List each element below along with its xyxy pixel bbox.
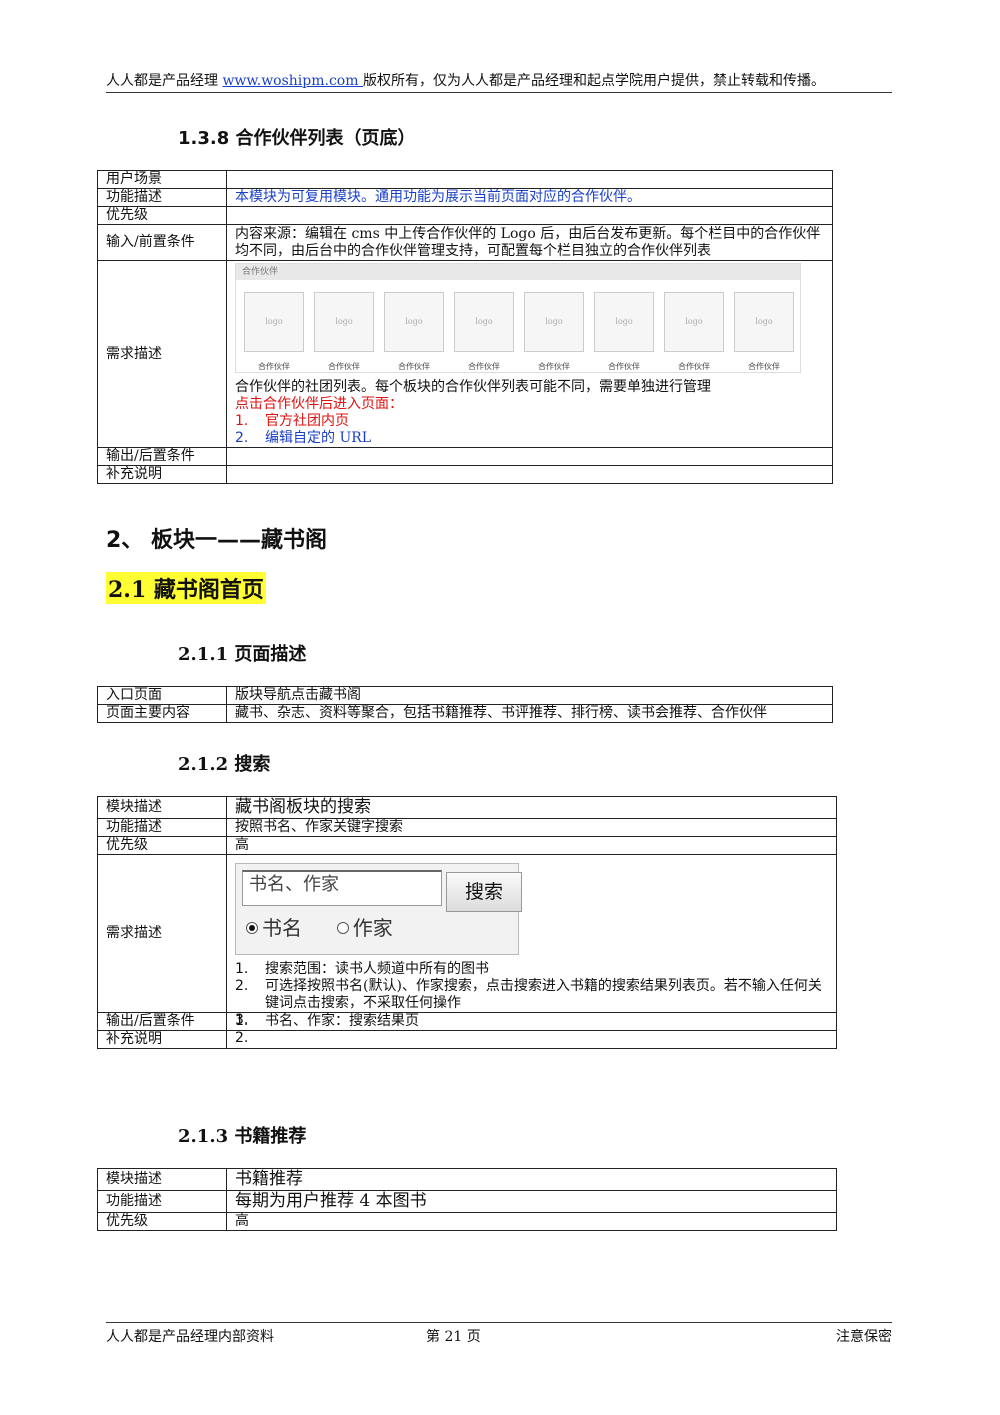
header-prefix: 人人都是产品经理 xyxy=(106,73,223,89)
section-title-2-1-2: 2.1.2 搜索 xyxy=(178,754,271,775)
value-entry: 版块导航点击藏书阁 xyxy=(226,686,833,705)
partner-card[interactable]: logo 合作伙伴 xyxy=(454,292,514,375)
search-table: 模块描述藏书阁板块的搜索 功能描述按照书名、作家关键字搜索 优先级高 需求描述 … xyxy=(97,796,837,1049)
partner-logo: logo xyxy=(594,292,654,352)
value-output: 1.书名、作家：搜索结果页 2. xyxy=(226,1012,837,1046)
label-priority: 优先级 xyxy=(97,206,227,225)
label-output: 输出/后置条件 xyxy=(97,447,227,466)
partner-card[interactable]: logo 合作伙伴 xyxy=(314,292,374,375)
book-rec-table: 模块描述书籍推荐 功能描述每期为用户推荐 4 本图书 优先级高 xyxy=(97,1168,837,1231)
partner-caption: 合作伙伴 xyxy=(538,362,570,371)
value-func: 每期为用户推荐 4 本图书 xyxy=(226,1190,837,1213)
label-priority: 优先级 xyxy=(97,836,227,855)
radio-book[interactable] xyxy=(246,921,258,934)
partner-card[interactable]: logo 合作伙伴 xyxy=(734,292,794,375)
value-user-scene xyxy=(226,170,833,189)
partner-logo: logo xyxy=(454,292,514,352)
partners-row: logo 合作伙伴 logo 合作伙伴 logo 合作伙伴 logo 合作伙伴 logo 合作伙伴… xyxy=(236,280,800,375)
label-output: 输出/后置条件 xyxy=(97,1012,227,1031)
partner-logo: logo xyxy=(664,292,724,352)
partner-caption: 合作伙伴 xyxy=(468,362,500,371)
label-user-scene: 用户场景 xyxy=(97,170,227,189)
label-priority: 优先级 xyxy=(97,1212,227,1231)
section-title-2-1: 2.1 藏书阁首页 xyxy=(106,572,266,604)
header-suffix: 版权所有，仅为人人都是产品经理和起点学院用户提供，禁止转载和传播。 xyxy=(362,73,825,89)
value-func: 按照书名、作家关键字搜索 xyxy=(226,818,837,837)
partner-caption: 合作伙伴 xyxy=(328,362,360,371)
value-priority: 高 xyxy=(226,836,837,855)
partner-caption: 合作伙伴 xyxy=(748,362,780,371)
label-module: 模块描述 xyxy=(97,1168,227,1191)
req-item-2: 2.可选择按照书名(默认)、作家搜索，点击搜索进入书籍的搜索结果列表页。若不输入… xyxy=(235,978,822,1011)
partner-logo: logo xyxy=(314,292,374,352)
partners-table: 用户场景 功能描述本模块为可复用模块。通用功能为展示当前页面对应的合作伙伴。 优… xyxy=(97,170,833,484)
partner-card[interactable]: logo 合作伙伴 xyxy=(664,292,724,375)
value-main: 藏书、杂志、资料等聚合，包括书籍推荐、书评推荐、排行榜、读书会推荐、合作伙伴 xyxy=(226,704,833,723)
page-header: 人人都是产品经理 www.woshipm.com 版权所有，仅为人人都是产品经理… xyxy=(106,72,892,93)
partner-caption: 合作伙伴 xyxy=(678,362,710,371)
req-click: 点击合作伙伴后进入页面： xyxy=(235,396,403,412)
radio-author-label: 作家 xyxy=(352,916,393,940)
label-req: 需求描述 xyxy=(97,260,227,448)
req-text: 合作伙伴的社团列表。每个板块的合作伙伴列表可能不同，需要单独进行管理 xyxy=(235,379,711,395)
partner-caption: 合作伙伴 xyxy=(258,362,290,371)
value-priority xyxy=(226,206,833,225)
search-options: 书名 作家 xyxy=(246,918,393,938)
label-func: 功能描述 xyxy=(97,188,227,207)
page-desc-table: 入口页面版块导航点击藏书阁 页面主要内容藏书、杂志、资料等聚合，包括书籍推荐、书… xyxy=(97,686,833,723)
partner-card[interactable]: logo 合作伙伴 xyxy=(384,292,444,375)
section-title-2-1-3: 2.1.3 书籍推荐 xyxy=(178,1126,307,1147)
partner-card[interactable]: logo 合作伙伴 xyxy=(594,292,654,375)
req-item-1: 1.官方社团内页 xyxy=(235,413,349,429)
label-req: 需求描述 xyxy=(97,854,227,1013)
label-module: 模块描述 xyxy=(97,796,227,819)
label-func: 功能描述 xyxy=(97,1190,227,1213)
label-input: 输入/前置条件 xyxy=(97,224,227,261)
value-extra xyxy=(226,1030,837,1049)
search-mockup: 书名、作家 搜索 书名 作家 xyxy=(235,863,522,955)
partner-card[interactable]: logo 合作伙伴 xyxy=(244,292,304,375)
partner-logo: logo xyxy=(734,292,794,352)
partners-mockup-header: 合作伙伴 xyxy=(236,264,800,280)
radio-author[interactable] xyxy=(336,921,349,934)
value-priority: 高 xyxy=(226,1212,837,1231)
section-title-2-1-1: 2.1.1 页面描述 xyxy=(178,644,307,665)
section-title-2: 2、 板块一——藏书阁 xyxy=(106,528,327,553)
value-module: 书籍推荐 xyxy=(226,1168,837,1191)
partner-logo: logo xyxy=(524,292,584,352)
value-extra xyxy=(226,465,833,484)
partner-logo: logo xyxy=(384,292,444,352)
value-input: 内容来源：编辑在 cms 中上传合作伙伴的 Logo 后，由后台发布更新。每个栏… xyxy=(226,224,833,261)
search-button[interactable]: 搜索 xyxy=(446,872,522,912)
value-func: 本模块为可复用模块。通用功能为展示当前页面对应的合作伙伴。 xyxy=(226,188,833,207)
radio-book-label: 书名 xyxy=(262,916,302,940)
label-func: 功能描述 xyxy=(97,818,227,837)
value-module: 藏书阁板块的搜索 xyxy=(226,796,837,819)
partner-caption: 合作伙伴 xyxy=(398,362,430,371)
partner-logo: logo xyxy=(244,292,304,352)
label-extra: 补充说明 xyxy=(97,1030,227,1049)
footer-page-number: 第 21 页 xyxy=(426,1329,481,1345)
label-entry: 入口页面 xyxy=(97,686,227,705)
partner-caption: 合作伙伴 xyxy=(608,362,640,371)
label-extra: 补充说明 xyxy=(97,465,227,484)
section-title-1-3-8: 1.3.8 合作伙伴列表（页底） xyxy=(178,128,416,149)
search-input[interactable]: 书名、作家 xyxy=(242,870,442,906)
footer-right: 注意保密 xyxy=(836,1329,892,1345)
partner-card[interactable]: logo 合作伙伴 xyxy=(524,292,584,375)
header-link[interactable]: www.woshipm.com xyxy=(222,73,363,89)
output-item-1: 1.书名、作家：搜索结果页 xyxy=(235,1013,419,1029)
req-item-2: 2.编辑自定的 URL xyxy=(235,430,372,446)
label-main: 页面主要内容 xyxy=(97,704,227,723)
req-item-1: 1.搜索范围：读书人频道中所有的图书 xyxy=(235,961,489,977)
value-req: 书名、作家 搜索 书名 作家 1.搜索范围：读书人频道中所有的图书 2.可选择按… xyxy=(226,854,837,1028)
page-footer: 人人都是产品经理内部资料 第 21 页 注意保密 xyxy=(106,1322,892,1349)
footer-left: 人人都是产品经理内部资料 xyxy=(106,1329,274,1345)
value-output xyxy=(226,447,833,466)
